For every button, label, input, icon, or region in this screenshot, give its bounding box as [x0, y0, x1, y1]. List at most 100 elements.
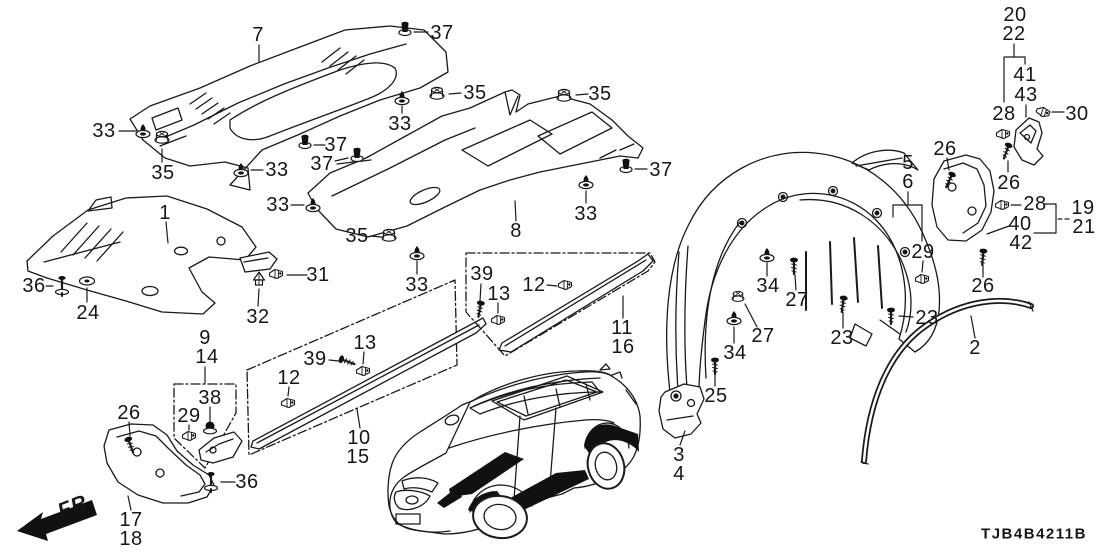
callout-33-f: 33 — [574, 203, 598, 225]
screw-icon — [836, 294, 850, 314]
callout-33-e: 33 — [405, 274, 429, 296]
grommet-clip-icon — [409, 245, 425, 261]
callout-37-d: 37 — [649, 159, 673, 181]
callout-28-a: 28 — [992, 103, 1016, 125]
under-cover-bracket-part — [239, 251, 278, 273]
callout-41: 41 — [1013, 64, 1037, 86]
push-clip-icon — [619, 158, 633, 174]
callout-15: 15 — [346, 446, 370, 468]
callout-9: 9 — [199, 327, 211, 349]
callout-36-b: 36 — [235, 471, 259, 493]
callout-1: 1 — [159, 202, 171, 224]
callout-34-a: 34 — [756, 275, 780, 297]
front-mud-guard-part — [103, 423, 215, 504]
callout-20: 20 — [1003, 4, 1027, 26]
callout-14: 14 — [195, 346, 219, 368]
callout-30: 30 — [1065, 103, 1089, 125]
square-clip-icon — [268, 268, 284, 280]
callout-33-a: 33 — [92, 120, 116, 142]
screw-icon — [977, 247, 989, 267]
rivet-clip-icon — [726, 310, 742, 326]
rivet-clip-icon — [759, 247, 775, 263]
callout-40: 40 — [1008, 213, 1032, 235]
garnish-bracket-9-14-part — [198, 431, 243, 464]
square-clip-icon — [490, 314, 506, 326]
callout-32: 32 — [246, 306, 270, 328]
callout-39-b: 39 — [470, 263, 494, 285]
fender-liner-part — [666, 149, 941, 393]
assoc-box-11-16 — [465, 252, 656, 357]
callout-5: 5 — [902, 152, 914, 174]
diagram-code: TJB4B4211B — [981, 525, 1087, 543]
callout-34-b: 34 — [723, 342, 747, 364]
flange-nut-icon — [429, 86, 445, 100]
callout-26-b: 26 — [933, 138, 957, 160]
callout-21: 21 — [1072, 216, 1096, 238]
flange-nut-icon — [556, 88, 572, 102]
screw-icon — [885, 306, 897, 326]
callout-26-d: 26 — [971, 275, 995, 297]
fr-direction-arrow — [17, 500, 97, 541]
callout-36-a: 36 — [22, 275, 46, 297]
square-clip-icon — [1034, 104, 1052, 120]
square-clip-icon — [355, 365, 371, 377]
callout-17: 17 — [119, 509, 143, 531]
well-nut-icon — [252, 271, 266, 286]
rear-under-cover-part — [307, 89, 644, 238]
square-clip-icon — [994, 199, 1010, 211]
callout-23-a: 23 — [830, 327, 854, 349]
callout-33-b: 33 — [388, 113, 412, 135]
flange-nut-icon — [154, 130, 170, 144]
callout-23-b: 23 — [915, 307, 939, 329]
callout-2: 2 — [969, 337, 981, 359]
callout-33-c: 33 — [265, 159, 289, 181]
callout-35-c: 35 — [588, 83, 612, 105]
callout-35-a: 35 — [151, 162, 175, 184]
bracket-41-43-part — [1013, 117, 1044, 166]
callout-33-d: 33 — [266, 194, 290, 216]
bracket-3-4-part — [658, 383, 705, 439]
door-molding-11-16-part — [498, 253, 654, 353]
callout-29-a: 29 — [177, 405, 201, 427]
callout-10: 10 — [347, 427, 371, 449]
callout-12-b: 12 — [522, 274, 546, 296]
callout-31: 31 — [306, 264, 330, 286]
callout-38: 38 — [198, 387, 222, 409]
callout-39-a: 39 — [303, 348, 327, 370]
callout-7: 7 — [252, 24, 264, 46]
flange-nut-icon — [731, 290, 745, 302]
square-clip-icon — [280, 397, 296, 409]
callout-6: 6 — [902, 171, 914, 193]
push-clip-icon — [350, 147, 364, 163]
callout-26-a: 26 — [117, 402, 141, 424]
callout-22: 22 — [1002, 23, 1026, 45]
callout-18: 18 — [119, 528, 143, 550]
callout-8: 8 — [510, 220, 522, 242]
callout-19: 19 — [1071, 197, 1095, 219]
callout-35-d: 35 — [345, 225, 369, 247]
callout-37-a: 37 — [430, 22, 454, 44]
vent-slats — [189, 92, 231, 125]
square-clip-icon — [995, 128, 1011, 140]
screw-icon — [788, 256, 800, 276]
arch-garnish-part — [860, 297, 1034, 465]
callout-42: 42 — [1009, 232, 1033, 254]
callout-27-a: 27 — [785, 289, 809, 311]
callout-3: 3 — [673, 444, 685, 466]
callout-35-b: 35 — [463, 82, 487, 104]
grommet-clip-icon — [578, 174, 594, 190]
screw-icon — [336, 353, 357, 369]
washer-grommet-icon — [78, 276, 96, 286]
square-clip-icon — [181, 430, 197, 442]
dome-clip-icon — [202, 420, 218, 435]
leader-lines — [45, 31, 1073, 511]
push-clip-icon — [298, 134, 312, 150]
callout-13-b: 13 — [487, 283, 511, 305]
callout-43: 43 — [1014, 84, 1038, 106]
callout-12-a: 12 — [277, 367, 301, 389]
flange-nut-icon — [381, 228, 397, 242]
callout-4: 4 — [673, 463, 685, 485]
callout-37-c: 37 — [310, 153, 334, 175]
